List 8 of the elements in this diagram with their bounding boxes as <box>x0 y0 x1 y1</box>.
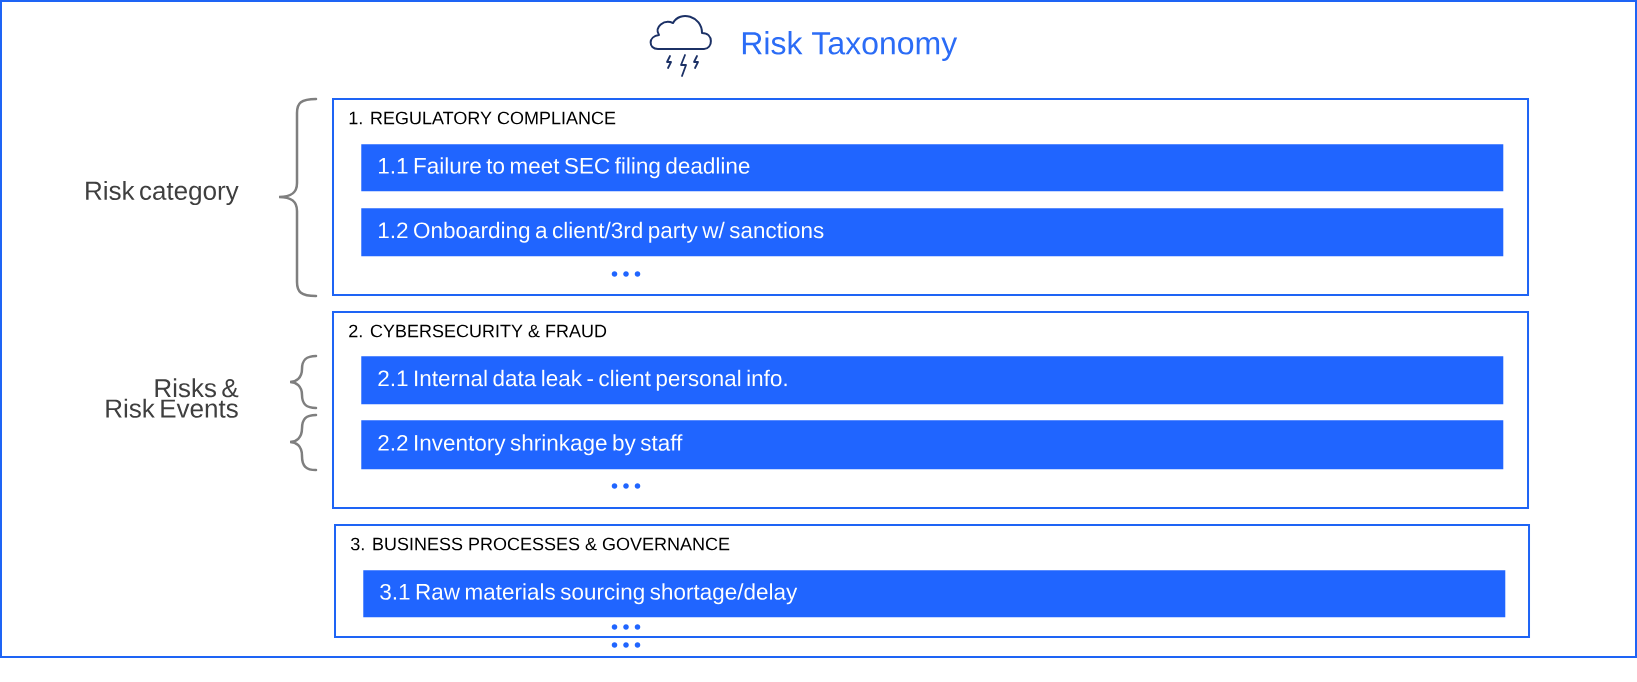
brace-label: Risk category <box>86 180 239 206</box>
title: Risk Taxonomy <box>742 31 958 61</box>
risk-bar: 2.1 Internal data leak - client personal info. <box>361 356 1504 405</box>
risk-bar: 2.2 Inventory shrinkage by staff <box>361 420 1504 470</box>
risk-bar: 1.1 Failure to meet SEC filing deadline <box>361 144 1504 192</box>
brace-label: Risks & Risk Events <box>106 378 239 418</box>
risk-bar: 1.2 Onboarding a client/3rd party w/ sanctions <box>361 208 1504 257</box>
risk-bar: 3.1 Raw materials sourcing shortage/delay <box>363 570 1506 618</box>
